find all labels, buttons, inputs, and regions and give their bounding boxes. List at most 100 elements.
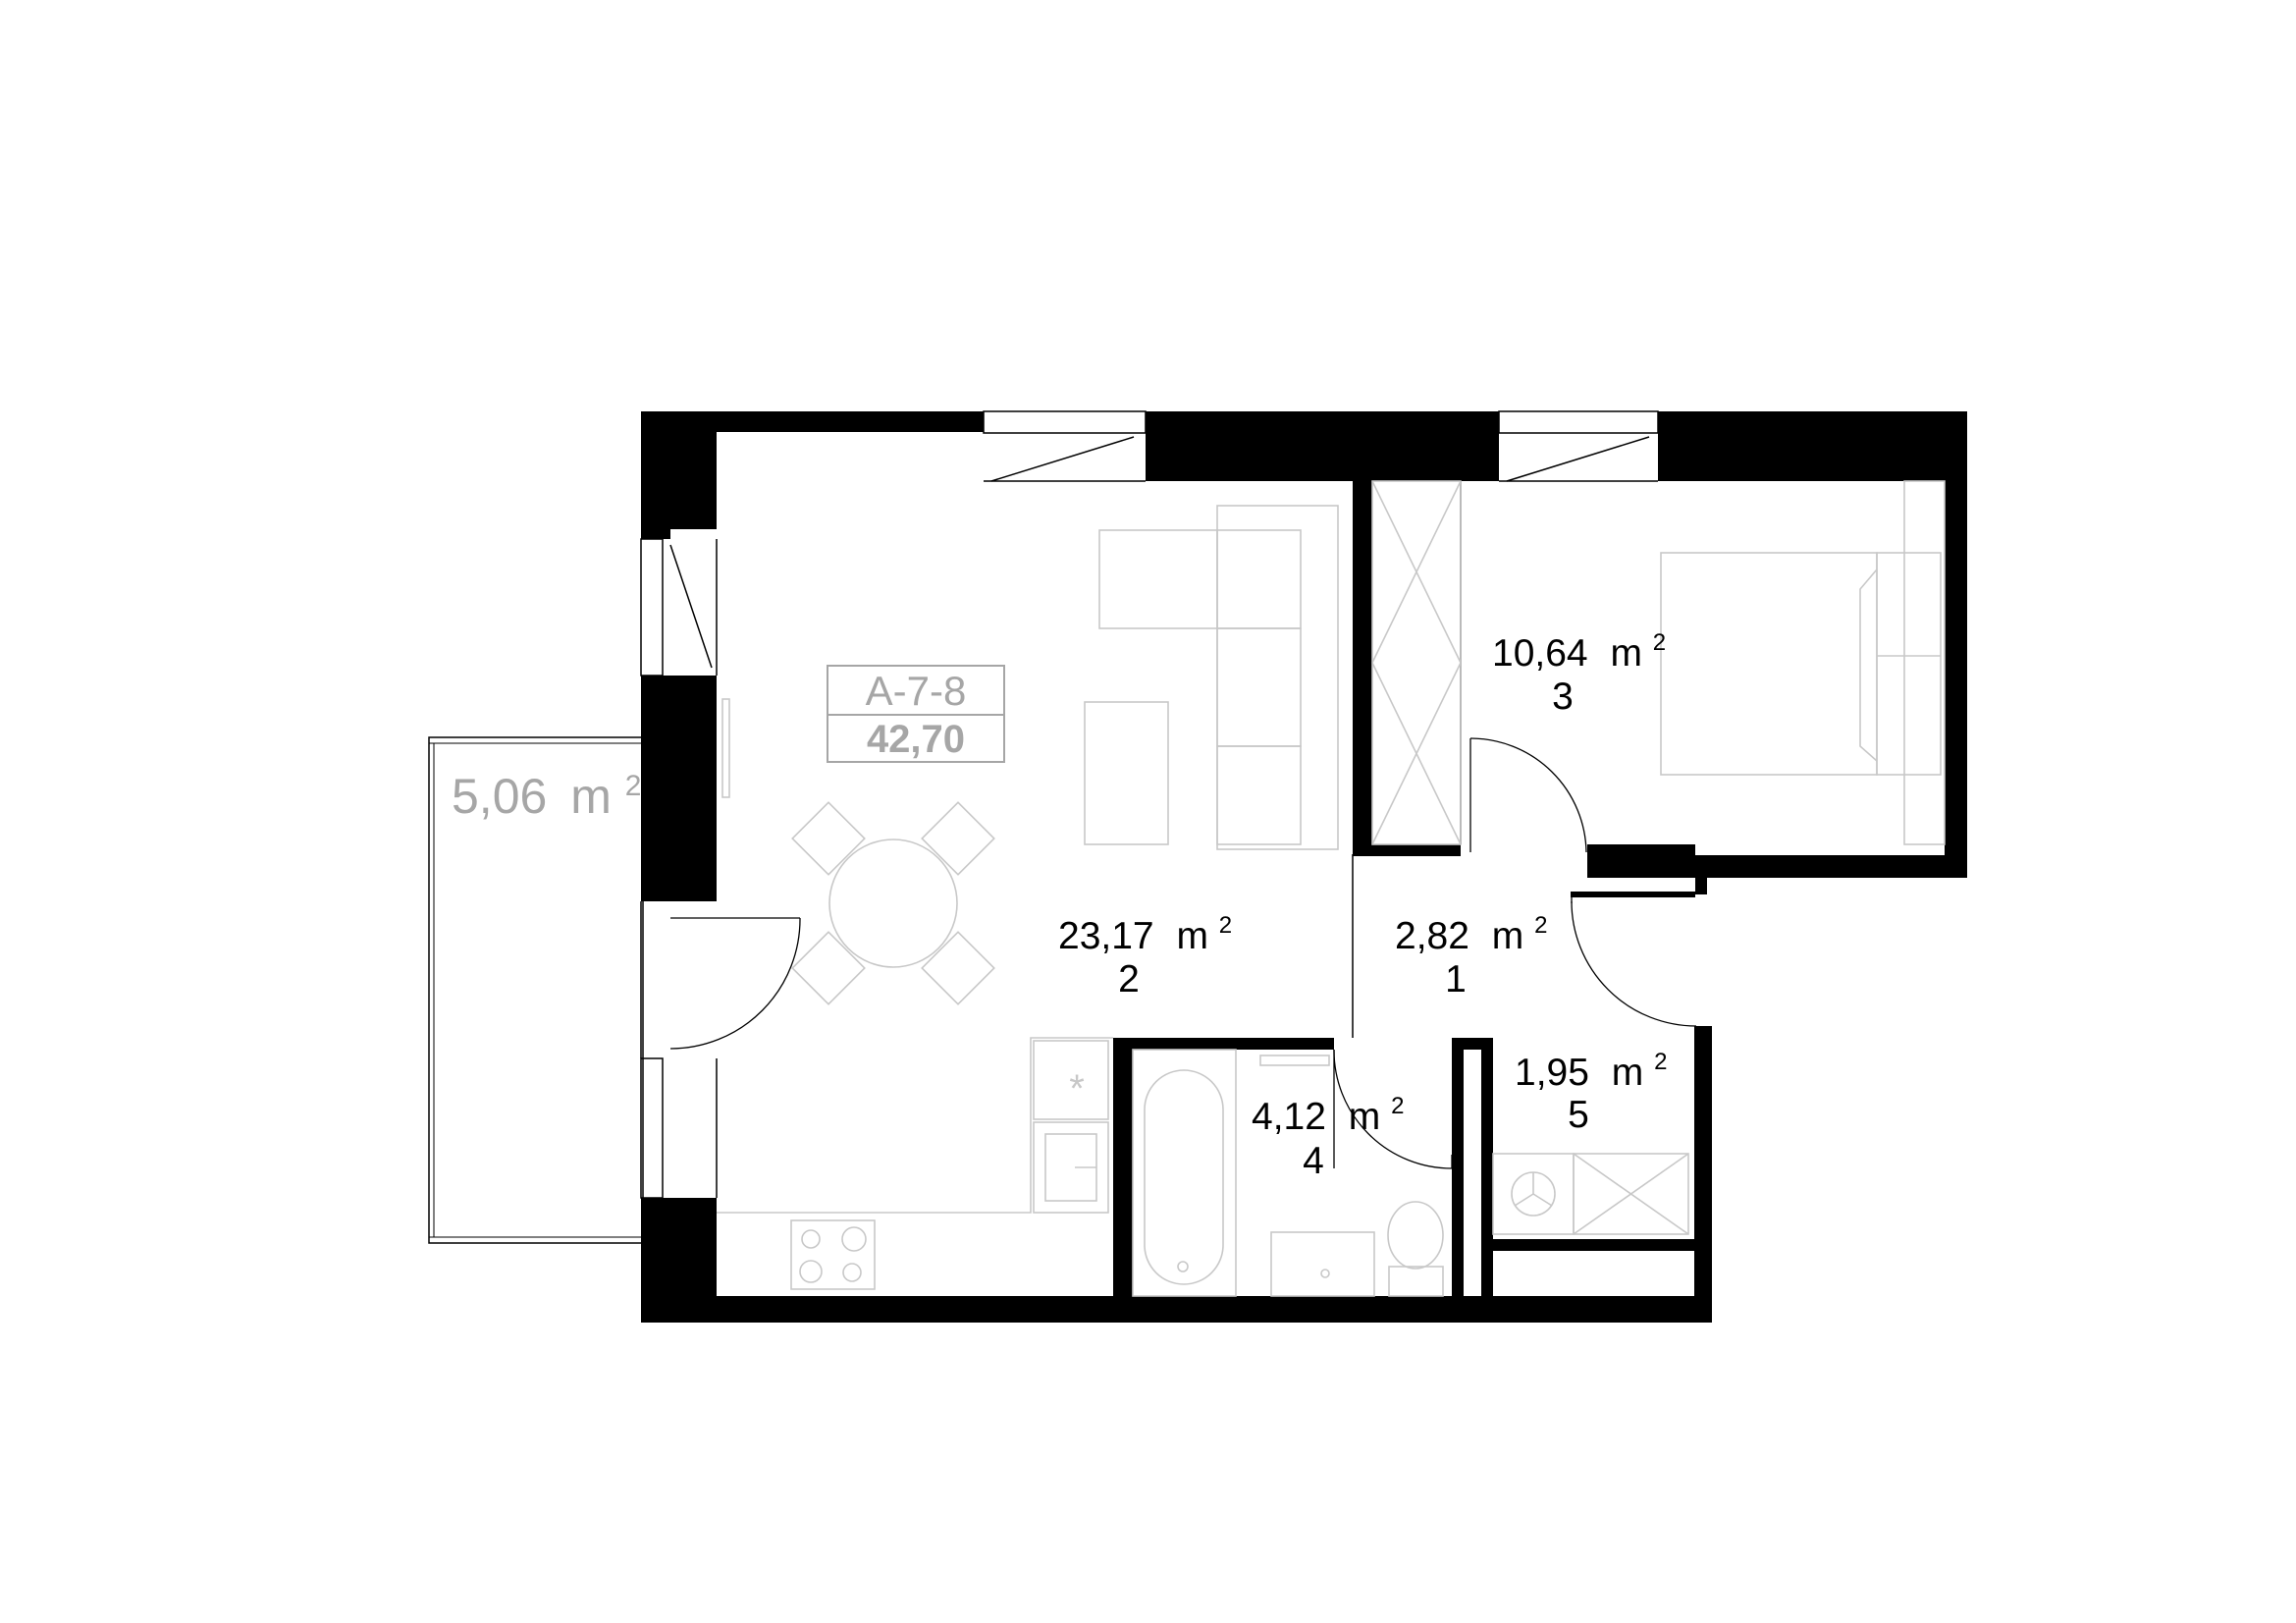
wall-bathroom-top bbox=[1113, 1038, 1334, 1050]
nightstand bbox=[1903, 480, 1946, 845]
tv-unit bbox=[721, 698, 730, 798]
window-left-lower bbox=[640, 1057, 664, 1199]
doors bbox=[640, 737, 1697, 1169]
window-living-top bbox=[983, 410, 1147, 434]
unit-total-area: 42,70 bbox=[867, 718, 965, 761]
room-area-utility: 1,95 m 2 bbox=[1515, 1049, 1667, 1094]
balcony-area-unit: m bbox=[570, 769, 612, 824]
partition-wardrobe-bottom bbox=[1353, 844, 1461, 856]
unit-code: A-7-8 bbox=[866, 668, 967, 714]
room-label-living: 23,17 m 2 2 bbox=[1058, 912, 1232, 1001]
balcony-area-value: 5,06 bbox=[452, 769, 547, 824]
wall-corridor-right-stub bbox=[1695, 879, 1707, 894]
cooktop-burner-2 bbox=[841, 1226, 867, 1252]
room-area-living: 23,17 m 2 bbox=[1058, 912, 1232, 957]
door-entrance-swing bbox=[1571, 900, 1697, 1027]
room-number-corridor: 1 bbox=[1445, 958, 1467, 1001]
sofa-seat-bottom bbox=[1216, 745, 1302, 845]
utility-furniture bbox=[1492, 1153, 1689, 1235]
door-bathroom-swing bbox=[1333, 1049, 1453, 1169]
bed bbox=[1660, 552, 1878, 776]
wall-bedroom-bottom bbox=[1587, 855, 1967, 878]
dining-table bbox=[828, 839, 958, 968]
balcony-area-exponent: 2 bbox=[625, 770, 642, 802]
wall-utility-shelf bbox=[1481, 1239, 1695, 1251]
utility-storage-cross-2 bbox=[1573, 1153, 1689, 1235]
sofa-seat-top bbox=[1216, 529, 1302, 629]
wall-right-lower bbox=[1694, 1026, 1712, 1323]
wall-top-right bbox=[1658, 411, 1967, 481]
dining-chair-tr bbox=[921, 801, 995, 876]
wall-bottom bbox=[641, 1296, 1712, 1323]
toilet-bowl bbox=[1387, 1201, 1444, 1270]
sofa-seat-mid bbox=[1216, 627, 1302, 747]
bathtub-drain bbox=[1177, 1261, 1189, 1272]
wall-left-window-jamb bbox=[641, 529, 670, 539]
toilet-tank bbox=[1388, 1266, 1444, 1297]
washer-blade-3 bbox=[1532, 1193, 1553, 1207]
coffee-table bbox=[1084, 701, 1169, 845]
window-left-upper bbox=[640, 538, 664, 676]
bed-headboard bbox=[1876, 552, 1942, 776]
window-bedroom-top-sash bbox=[1506, 436, 1650, 482]
wardrobe-cross-2 bbox=[1371, 480, 1462, 664]
wall-bathroom-left bbox=[1113, 1038, 1133, 1303]
door-bedroom-swing bbox=[1469, 737, 1587, 853]
kitchen-sink bbox=[1033, 1121, 1109, 1214]
unit-label: A-7-8 42,70 bbox=[827, 665, 1005, 763]
cooktop bbox=[790, 1219, 876, 1290]
wall-utility-top-right bbox=[1695, 1026, 1712, 1050]
washer-blade-2 bbox=[1514, 1193, 1534, 1207]
wall-bathroom-right bbox=[1452, 1038, 1464, 1303]
utility-storage bbox=[1573, 1153, 1689, 1235]
room-area-bathroom: 4,12 m 2 bbox=[1252, 1093, 1404, 1138]
dining-chair-tl bbox=[791, 801, 866, 876]
walls bbox=[641, 411, 1967, 1323]
sofa-back bbox=[1216, 505, 1339, 850]
wall-top-middle bbox=[1146, 411, 1499, 481]
kitchen-counter bbox=[717, 1037, 1113, 1214]
room-label-corridor: 2,82 m 2 1 bbox=[1395, 912, 1547, 1001]
wardrobe-cross-4 bbox=[1371, 662, 1462, 845]
wall-top-left bbox=[641, 411, 984, 481]
wall-left-middle bbox=[641, 676, 717, 901]
fridge-icon: * bbox=[1069, 1067, 1085, 1110]
bathroom-shelf bbox=[1259, 1055, 1330, 1066]
chaise-lounge bbox=[1098, 529, 1218, 629]
window-living-top-sash bbox=[990, 436, 1135, 482]
room-area-bedroom: 10,64 m 2 bbox=[1492, 629, 1666, 675]
room-label-bedroom: 10,64 m 2 3 bbox=[1492, 629, 1666, 718]
bathtub bbox=[1132, 1049, 1237, 1297]
wall-right-bedroom bbox=[1945, 411, 1967, 878]
partition-corridor-stub bbox=[1571, 892, 1695, 897]
room-label-utility: 1,95 m 2 5 bbox=[1515, 1049, 1667, 1136]
washbasin bbox=[1270, 1231, 1375, 1297]
wall-utility-left bbox=[1481, 1038, 1493, 1303]
living-furniture: * bbox=[717, 505, 1339, 1290]
bathroom-furniture bbox=[1132, 1049, 1444, 1297]
door-balcony-swing bbox=[669, 917, 801, 1050]
partition-bedroom-living bbox=[1353, 481, 1372, 854]
wall-bathroom-right-top bbox=[1452, 1038, 1481, 1050]
window-left-upper-sash bbox=[669, 544, 713, 669]
cooktop-burner-3 bbox=[799, 1260, 823, 1283]
room-number-bathroom: 4 bbox=[1303, 1140, 1324, 1182]
balcony-label: 5,06 m 2 bbox=[452, 769, 641, 824]
room-number-utility: 5 bbox=[1568, 1094, 1589, 1136]
wardrobe bbox=[1371, 480, 1462, 845]
cooktop-burner-1 bbox=[801, 1229, 821, 1249]
room-area-corridor: 2,82 m 2 bbox=[1395, 912, 1547, 957]
room-number-bedroom: 3 bbox=[1552, 676, 1574, 718]
window-bedroom-top bbox=[1498, 410, 1659, 434]
bed-pillow-top bbox=[1859, 568, 1878, 762]
washbasin-drain bbox=[1320, 1269, 1330, 1278]
balcony bbox=[428, 736, 644, 1244]
fridge bbox=[1033, 1040, 1109, 1120]
windows bbox=[640, 410, 1659, 1199]
dining-chair-bl bbox=[791, 931, 866, 1005]
bedroom-furniture bbox=[1371, 480, 1946, 845]
room-number-living: 2 bbox=[1118, 958, 1140, 1001]
room-label-bathroom: 4,12 m 2 4 bbox=[1252, 1093, 1404, 1182]
dining-chair-br bbox=[921, 931, 995, 1005]
